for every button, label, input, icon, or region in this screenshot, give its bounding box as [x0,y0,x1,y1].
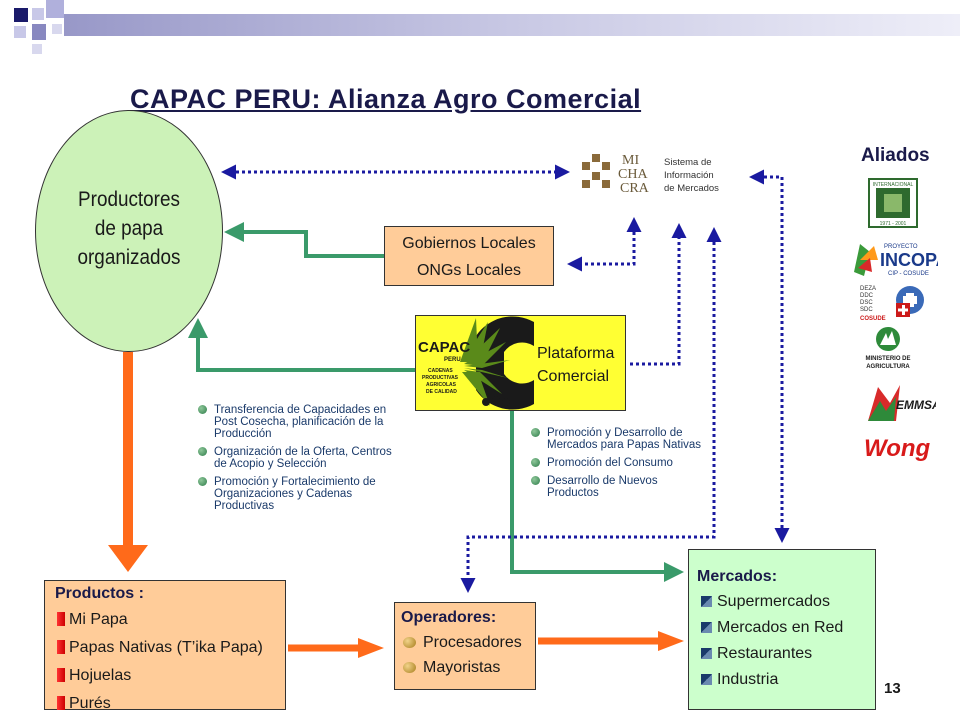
svg-text:CIP - COSUDE: CIP - COSUDE [888,271,929,277]
capac-logo-name: CAPAC [418,339,470,356]
list-item: Transferencia de Capacidades en Post Cos… [198,404,402,440]
svg-text:MINISTERIO DE: MINISTERIO DE [865,356,910,362]
capac-tagline: DE CALIDAD [426,389,457,395]
svg-text:INTERNACIONAL: INTERNACIONAL [873,182,914,188]
bullet-icon [531,476,540,485]
emmsa-logo: EMMSA [868,385,936,421]
capacitacion-bullets: Transferencia de Capacidades en Post Cos… [198,404,402,518]
bullet-icon [403,662,416,673]
list-item: Industria [697,667,875,693]
list-item: Promoción del Consumo [531,457,709,469]
svg-text:INCOPA: INCOPA [880,250,938,270]
svg-text:DSC: DSC [860,300,873,306]
capac-tagline: AGRICOLAS [426,382,457,388]
michacra-text: CHA [618,167,648,182]
deco-square [32,44,42,54]
bullet-icon [531,458,540,467]
bullet-icon [198,405,207,414]
svg-text:AGRICULTURA: AGRICULTURA [866,364,910,370]
arrow-gobiernos-to-productores [224,222,384,258]
wong-logo: Wong [864,435,931,462]
arrowhead-productos [108,545,148,572]
productores-label: Productores de papa organizados [77,188,181,269]
bullet-icon [57,696,65,710]
list-item: Purés [55,690,285,718]
svg-text:EMMSA: EMMSA [896,398,936,412]
deco-bar [64,14,960,36]
arrowhead-mercados [658,631,684,651]
gobiernos-locales-box: Gobiernos Locales ONGs Locales [384,226,554,286]
svg-text:DEZA: DEZA [860,286,876,292]
bullet-icon [701,622,712,633]
bullet-icon [198,447,207,456]
deco-square [32,24,46,40]
page-title: CAPAC PERU: Alianza Agro Comercial [130,84,642,114]
bullet-icon [403,637,416,648]
capac-peru-logo: CAPAC PERU CADENAS PRODUCTIVAS AGRICOLAS… [416,316,534,410]
dotted-sistema-gobiernos [567,217,642,272]
productos-box: Productos : Mi Papa Papas Nativas (T’ika… [44,580,286,712]
operadores-box: Operadores: Procesadores Mayoristas [394,602,536,690]
list-item: Hojuelas [55,662,285,690]
productores-ellipse [35,110,223,352]
deco-square [46,0,64,18]
svg-text:1971 - 2001: 1971 - 2001 [880,221,907,227]
list-item: Papas Nativas (T’ika Papa) [55,634,285,662]
capac-logo-sub: PERU [444,357,461,363]
incopa-logo: PROYECTO INCOPA CIP - COSUDE [854,244,938,277]
arrowhead-operadores [358,638,384,658]
dotted-sistema-mercados [749,169,790,543]
deco-square [14,26,26,38]
svg-text:DDC: DDC [860,293,874,299]
page-number: 13 [884,680,901,697]
capac-tagline: CADENAS [428,368,453,374]
cosude-logo: DEZA DDC DSC SDC COSUDE [858,283,924,323]
bullet-icon [57,640,65,654]
plataforma-label: Plataforma Comercial [537,345,615,385]
bullet-icon [198,477,207,486]
bullet-icon [701,596,712,607]
list-item: Mi Papa [55,606,285,634]
bullet-icon [57,612,65,626]
svg-text:COSUDE: COSUDE [860,316,886,322]
list-item: Organización de la Oferta, Centros de Ac… [198,446,402,470]
list-item: Mayoristas [401,655,535,680]
michacra-logo: MI CHA CRA [582,153,650,196]
deco-square [14,8,28,22]
list-item: Supermercados [697,589,875,615]
list-item: Procesadores [401,630,535,655]
list-item: Restaurantes [697,641,875,667]
mercados-box: Mercados: Supermercados Mercados en Red … [688,549,876,710]
dotted-plataforma-sistema [630,223,687,366]
svg-text:Wong: Wong [864,435,931,462]
mercados-title: Mercados: [697,568,778,585]
svg-text:SDC: SDC [860,307,873,313]
productos-title: Productos : [55,585,144,602]
michacra-text: CRA [620,181,650,196]
capac-tagline: PRODUCTIVAS [422,375,459,381]
ministerio-agricultura-logo: MINISTERIO DE AGRICULTURA [865,327,911,370]
header-decoration [14,0,960,54]
deco-square [32,8,44,20]
operadores-title: Operadores: [401,609,497,626]
bullet-icon [701,674,712,685]
michacra-text: MI [622,153,639,168]
promocion-bullets: Promoción y Desarrollo de Mercados para … [531,427,709,505]
aliados-title: Aliados [861,145,930,166]
sistema-informacion-label: Sistema de Información de Mercados [664,157,719,194]
list-item: Promoción y Desarrollo de Mercados para … [531,427,709,451]
bullet-icon [57,668,65,682]
svg-text:PROYECTO: PROYECTO [884,244,918,250]
deco-square [52,24,62,34]
cip-seal-logo: INTERNACIONAL 1971 - 2001 [868,178,918,228]
list-item: Promoción y Fortalecimiento de Organizac… [198,476,402,512]
list-item: Mercados en Red [697,615,875,641]
arrow-plataforma-to-productores [188,318,415,372]
list-item: Desarrollo de Nuevos Productos [531,475,709,499]
bullet-icon [531,428,540,437]
bullet-icon [701,648,712,659]
